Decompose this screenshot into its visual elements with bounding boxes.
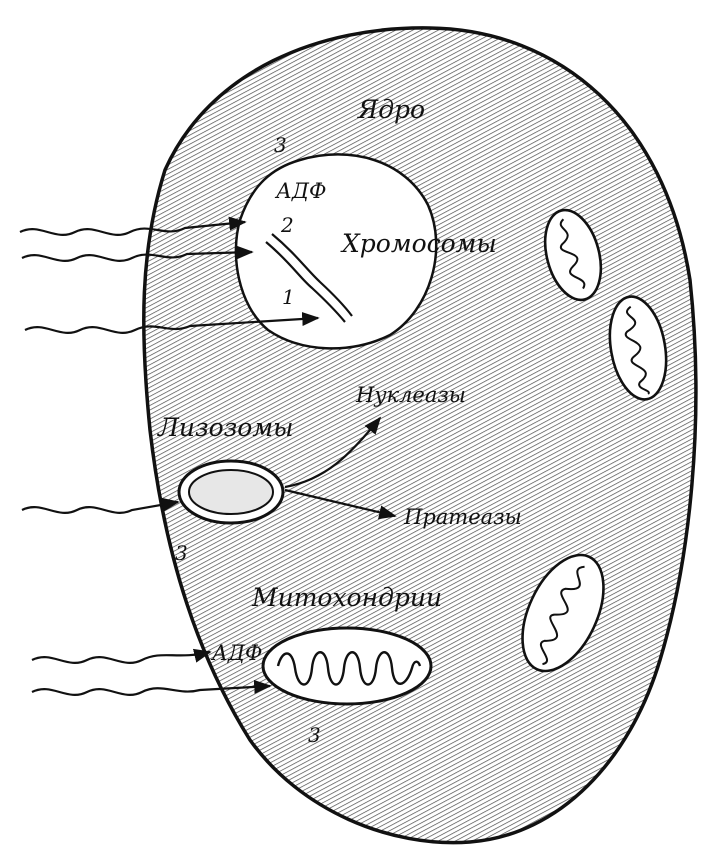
lysosomes-label: Лизозомы — [156, 413, 293, 442]
number-3-lysosome: 3 — [175, 541, 188, 565]
number-1: 1 — [282, 285, 295, 309]
mitochondrion-main — [263, 628, 431, 704]
number-2: 2 — [280, 213, 294, 237]
chromosomes-label: Хромосомы — [340, 229, 497, 258]
proteases-label: Пратеазы — [403, 505, 522, 529]
wave-arrow-4 — [22, 502, 178, 513]
wave-arrow-5 — [32, 652, 210, 663]
lysosome — [179, 461, 283, 523]
number-3-nucleus: 3 — [274, 133, 287, 157]
number-3-mitochondria: 3 — [308, 723, 321, 747]
nucleus-label: Ядро — [357, 95, 425, 124]
adf-label-top: АДФ — [274, 179, 326, 203]
nucleases-label: Нуклеазы — [355, 383, 466, 407]
adf-label-bottom: АДФ — [210, 641, 262, 665]
mitochondria-label: Митохондрии — [251, 583, 442, 612]
